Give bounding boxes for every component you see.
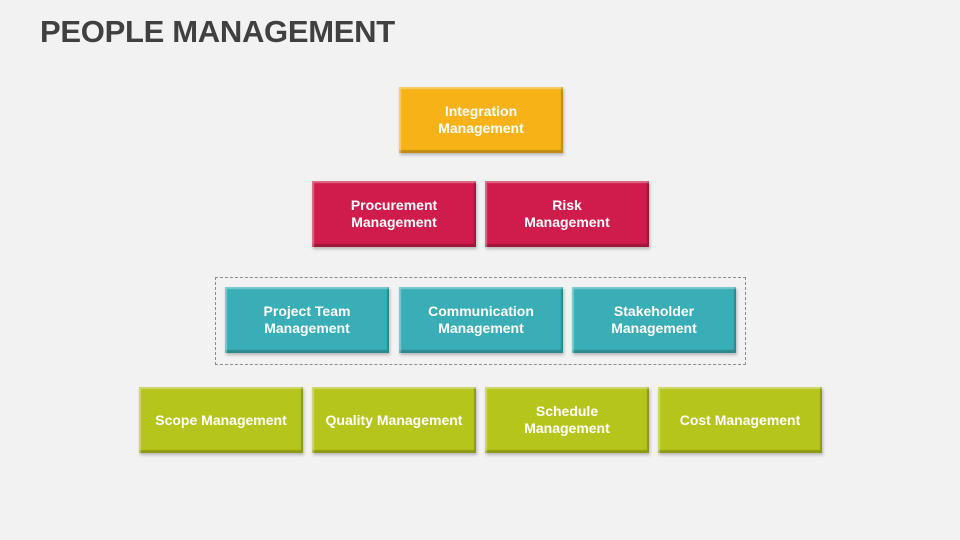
box-label: Integration Management	[438, 103, 524, 136]
box-label: Procurement Management	[350, 197, 438, 230]
box-scope-management: Scope Management	[139, 387, 303, 453]
box-label: Project Team Management	[263, 303, 351, 336]
box-integration-management: Integration Management	[399, 87, 563, 153]
box-stakeholder-management: Stakeholder Management	[572, 287, 736, 353]
box-communication-management: Communication Management	[399, 287, 563, 353]
box-label: Scope Management	[155, 411, 287, 428]
box-risk-management: Risk Management	[485, 181, 649, 247]
box-schedule-management: Schedule Management	[485, 387, 649, 453]
box-label: Stakeholder Management	[611, 303, 697, 336]
box-label: Cost Management	[679, 411, 801, 428]
level-3-group-outline	[215, 277, 746, 365]
box-procurement-management: Procurement Management	[312, 181, 476, 247]
box-quality-management: Quality Management	[312, 387, 476, 453]
page-title: PEOPLE MANAGEMENT	[40, 14, 395, 49]
box-cost-management: Cost Management	[658, 387, 822, 453]
box-label: Risk Management	[524, 197, 610, 230]
box-project-team-management: Project Team Management	[225, 287, 389, 353]
box-label: Schedule Management	[524, 403, 610, 436]
box-label: Communication Management	[428, 303, 534, 336]
box-label: Quality Management	[325, 411, 463, 428]
